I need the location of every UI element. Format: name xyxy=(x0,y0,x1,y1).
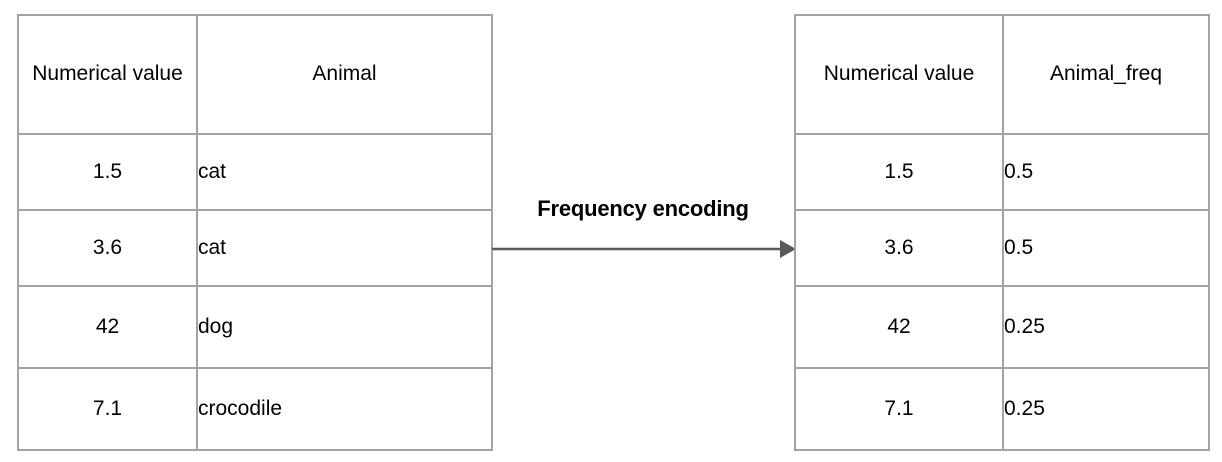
cell-animal: cat xyxy=(196,133,493,211)
table-row: 7.1 crocodile xyxy=(17,367,493,451)
cell-numerical-value: 1.5 xyxy=(17,133,198,211)
cell-animal-freq: 0.5 xyxy=(1002,133,1210,211)
cell-numerical-value: 7.1 xyxy=(794,367,1004,451)
cell-animal: dog xyxy=(196,285,493,369)
cell-animal: cat xyxy=(196,209,493,287)
table-row: 1.5 cat xyxy=(17,133,493,211)
table-row: 1.5 0.5 xyxy=(794,133,1210,211)
input-table: Numerical value Animal 1.5 cat 3.6 cat 4… xyxy=(17,14,493,451)
cell-numerical-value: 42 xyxy=(794,285,1004,369)
table-row: 42 0.25 xyxy=(794,285,1210,369)
cell-numerical-value: 3.6 xyxy=(17,209,198,287)
cell-numerical-value: 3.6 xyxy=(794,209,1004,287)
cell-animal: crocodile xyxy=(196,367,493,451)
cell-animal-freq: 0.5 xyxy=(1002,209,1210,287)
cell-animal-freq: 0.25 xyxy=(1002,367,1210,451)
output-table: Numerical value Animal_freq 1.5 0.5 3.6 … xyxy=(794,14,1210,451)
table-row: 3.6 cat xyxy=(17,209,493,287)
cell-animal-freq: 0.25 xyxy=(1002,285,1210,369)
table-row: 42 dog xyxy=(17,285,493,369)
column-header-animal-freq: Animal_freq xyxy=(1002,14,1210,135)
table-header-row: Numerical value Animal_freq xyxy=(794,14,1210,135)
column-header-numerical-value: Numerical value xyxy=(794,14,1004,135)
cell-numerical-value: 1.5 xyxy=(794,133,1004,211)
transform-label: Frequency encoding xyxy=(537,196,749,221)
table-header-row: Numerical value Animal xyxy=(17,14,493,135)
table-row: 3.6 0.5 xyxy=(794,209,1210,287)
column-header-numerical-value: Numerical value xyxy=(17,14,198,135)
arrow-right-icon xyxy=(492,240,796,258)
cell-numerical-value: 7.1 xyxy=(17,367,198,451)
cell-numerical-value: 42 xyxy=(17,285,198,369)
column-header-animal: Animal xyxy=(196,14,493,135)
table-row: 7.1 0.25 xyxy=(794,367,1210,451)
